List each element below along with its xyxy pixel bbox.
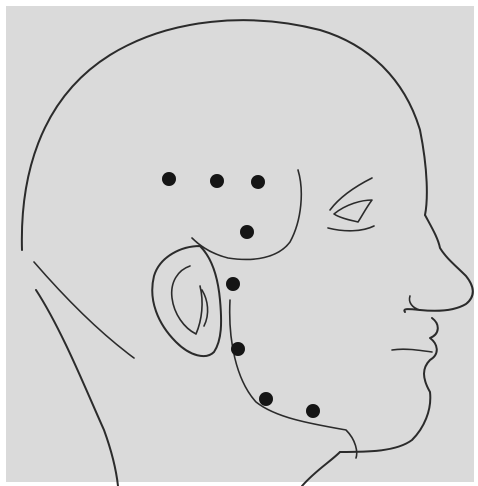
node-dot	[259, 392, 273, 406]
neck-front	[302, 452, 340, 486]
ear-lobe	[202, 290, 208, 326]
node-dot	[251, 175, 265, 189]
eye-upper-lid	[330, 178, 372, 210]
node-dot	[162, 172, 176, 186]
head-outline	[22, 20, 427, 250]
ear-outer	[152, 246, 221, 356]
ear-inner	[172, 266, 202, 334]
temporal-curve	[192, 170, 301, 259]
nostril	[409, 296, 420, 310]
neck-back	[36, 290, 118, 486]
node-dot	[210, 174, 224, 188]
node-dot	[240, 225, 254, 239]
lips-chin	[340, 318, 438, 452]
node-dot	[306, 404, 320, 418]
eye-lower-lid	[328, 226, 374, 231]
jaw-line	[230, 300, 357, 458]
node-dot	[226, 277, 240, 291]
eye-crease	[334, 200, 372, 222]
mouth-line	[392, 349, 432, 352]
face-profile	[404, 215, 472, 312]
node-dot	[231, 342, 245, 356]
